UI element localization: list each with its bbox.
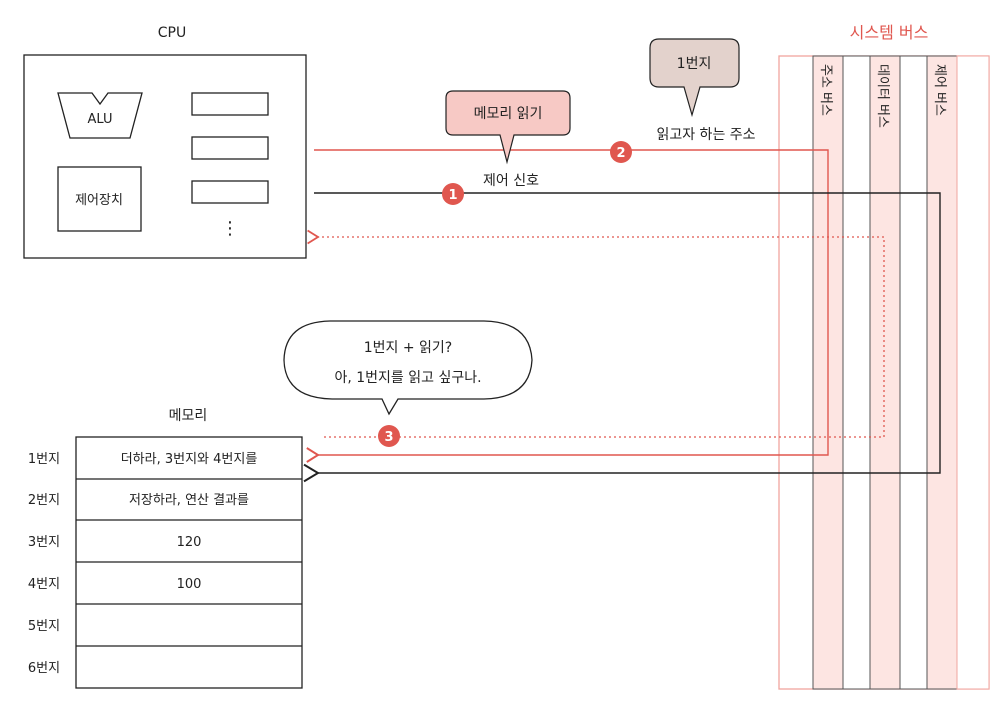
control-unit-box [57,166,142,232]
control-bus-lane [926,55,958,690]
address-bubble-label: 1번지 [677,56,712,72]
bus-separator [842,55,871,690]
step-3-number: 3 [384,430,393,445]
memory-address: 4번지 [28,577,60,592]
address-bubble: 1번지 [649,38,740,118]
register-ellipsis: ⋮ [221,218,239,239]
step-1-number: 1 [448,188,457,203]
memory-value: 더하라, 3번지와 4번지를 [121,452,258,467]
memory-title: 메모리 [169,408,208,424]
system-bus: 시스템 버스 주소 버스 데이터 버스 제어 버스 [778,23,990,690]
memory-address: 5번지 [28,619,60,634]
thought-line-2: 아, 1번지를 읽고 싶구나. [334,370,481,386]
control-bus-label: 제어 버스 [932,64,947,116]
step-3-badge: 3 [378,425,400,447]
address-line [306,149,829,463]
address-bus-label: 주소 버스 [818,64,833,116]
memory-address: 3번지 [28,535,60,550]
bus-separator [899,55,928,690]
memory-value: 저장하라, 연산 결과를 [129,493,249,508]
step-1-badge: 1 [442,183,464,205]
bus-margin [956,55,990,690]
cpu-block: CPU ALU 제어장치 ⋮ [23,25,307,259]
control-caption: 제어 신호 [483,173,539,189]
register-box [191,180,269,204]
memory-read-bubble: 메모리 읽기 [445,90,571,165]
control-line [303,192,941,483]
thought-line-1: 1번지 + 읽기? [364,340,453,356]
alu-shape [57,92,143,139]
cpu-title: CPU [158,25,186,41]
alu-label: ALU [87,112,112,127]
memory-thought-bubble: 1번지 + 읽기? 아, 1번지를 읽고 싶구나. [283,320,533,416]
memory-read-label: 메모리 읽기 [474,106,543,122]
data-bus-lane [869,55,901,690]
memory-address: 2번지 [28,493,60,508]
register-box [191,136,269,160]
data-line [307,229,885,438]
register-box [191,92,269,116]
memory-value: 120 [177,535,202,550]
address-caption: 읽고자 하는 주소 [656,127,755,143]
memory-address: 1번지 [28,452,60,467]
step-2-number: 2 [616,146,625,161]
memory-block: 메모리 1번지 2번지 3번지 4번지 5번지 6번지 더하라, 3번지와 4번… [28,408,303,689]
memory-address: 6번지 [28,661,60,676]
step-2-badge: 2 [610,141,632,163]
control-unit-label: 제어장치 [75,193,123,208]
data-bus-label: 데이터 버스 [875,64,890,128]
system-bus-title: 시스템 버스 [850,23,929,42]
memory-value: 100 [177,577,202,592]
